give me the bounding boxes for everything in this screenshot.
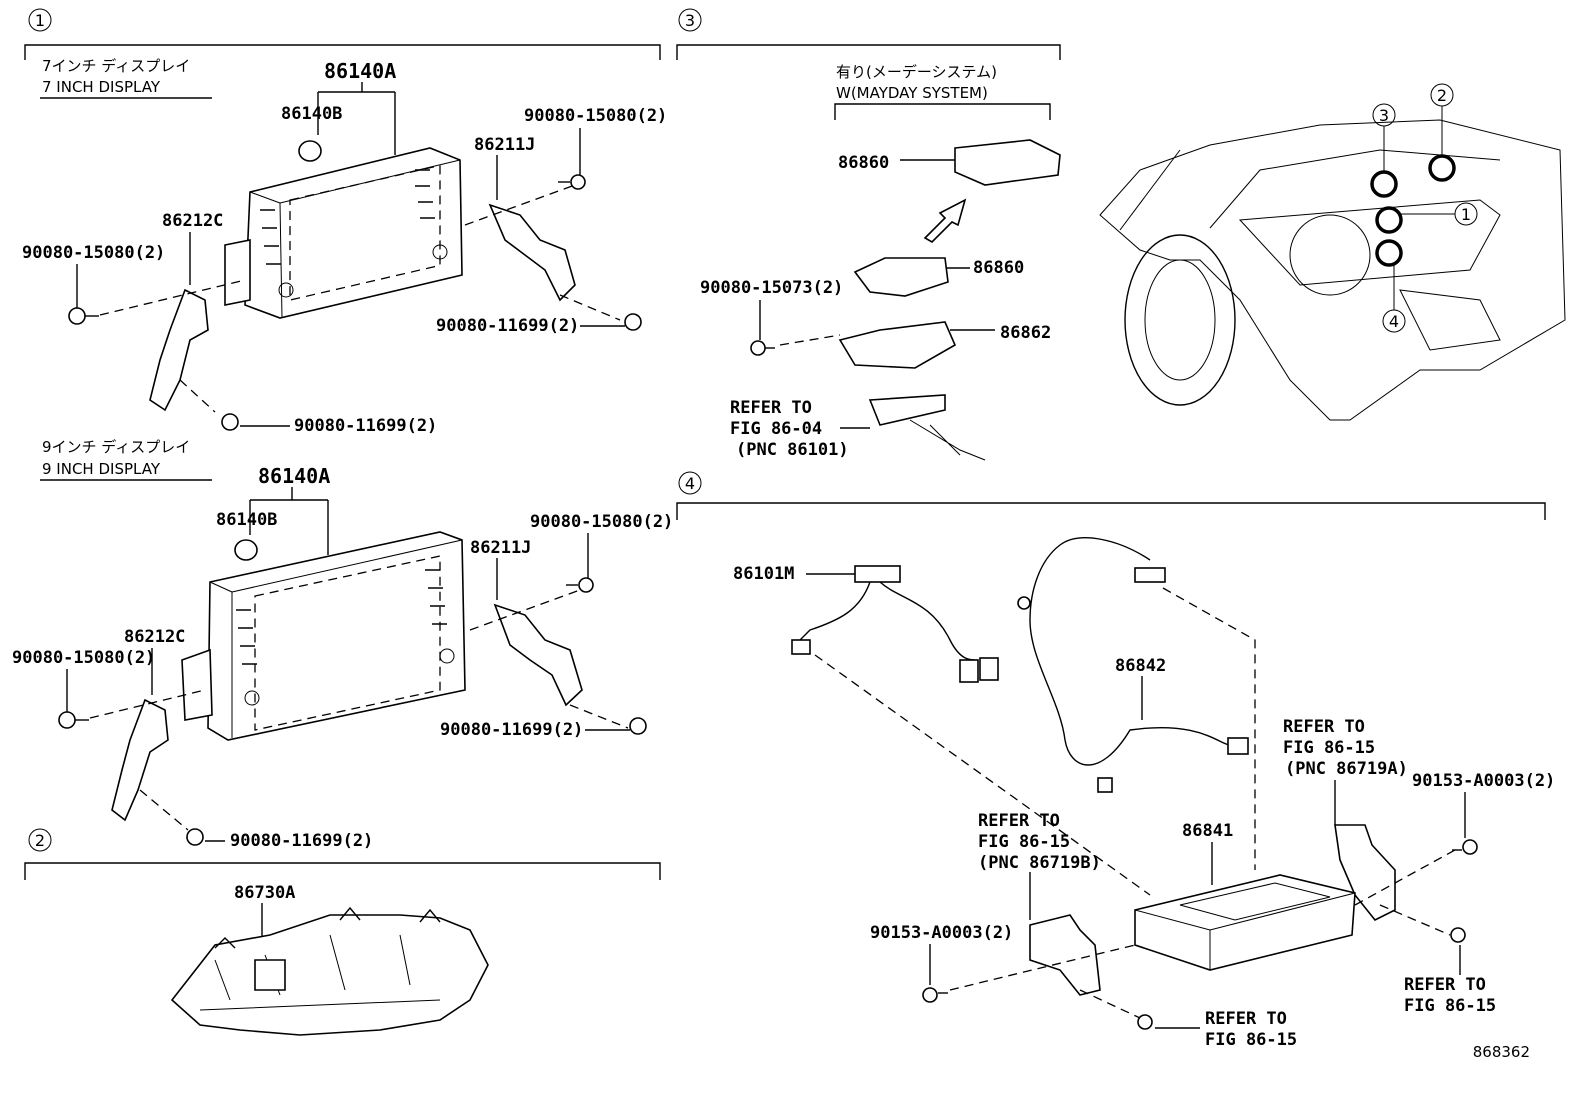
bracket-86212C-7 <box>149 288 209 412</box>
part-86211J-7: 86211J <box>474 135 535 155</box>
refer-86-15-right-l1: REFER TO <box>1404 975 1486 995</box>
part-86140B-9: 86140B <box>216 510 277 530</box>
locator-4: 4 <box>1389 312 1399 331</box>
knob-86140B-7 <box>298 140 322 162</box>
display-9inch-group: 9インチ ディスプレイ 9 INCH DISPLAY 86140A 86140B… <box>12 438 673 851</box>
antenna-86860-lower <box>853 257 949 297</box>
screw-right-7: 90080-11699(2) <box>436 316 579 336</box>
part-86140B-7: 86140B <box>281 104 342 124</box>
refer-86719A-l3: (PNC 86719A) <box>1285 759 1408 779</box>
refer-86101-l2: FIG 86-04 <box>730 419 822 439</box>
refer-86719B-l2: FIG 86-15 <box>978 832 1070 852</box>
refer-86101-l3: (PNC 86101) <box>736 440 849 460</box>
refer-86719A-l2: FIG 86-15 <box>1283 738 1375 758</box>
part-86842: 86842 <box>1115 656 1166 676</box>
bracket-86719A <box>1334 824 1396 922</box>
section-1: 1 <box>24 8 661 60</box>
figure-id: 868362 <box>1473 1043 1530 1061</box>
refer-86-15-bottom-l1: REFER TO <box>1205 1009 1287 1029</box>
screw-bottom-9: 90080-11699(2) <box>230 831 373 851</box>
part-86841: 86841 <box>1182 821 1233 841</box>
part-86101M: 86101M <box>733 564 794 584</box>
refer-86-15-right-l2: FIG 86-15 <box>1404 996 1496 1016</box>
bracket-86719B <box>1029 914 1101 996</box>
vehicle-locator: 3 2 1 4 <box>1099 83 1566 421</box>
part-86862: 86862 <box>1000 323 1051 343</box>
section-4: 4 86101M 86842 REFER TO FIG 86-15 (PNC 8… <box>676 471 1555 1050</box>
antenna-86860-upper <box>954 139 1061 186</box>
refer-86-15-bottom-l2: FIG 86-15 <box>1205 1030 1297 1050</box>
refer-86101-l1: REFER TO <box>730 398 812 418</box>
bracket-86211J-9 <box>493 603 583 707</box>
part-86211J-9: 86211J <box>470 538 531 558</box>
display9-en-label: 9 INCH DISPLAY <box>42 460 161 478</box>
part-86860-lower: 86860 <box>973 258 1024 278</box>
part-86140A-7: 86140A <box>324 59 396 83</box>
section-3-badge: 3 <box>685 11 695 30</box>
refer-86719A-l1: REFER TO <box>1283 717 1365 737</box>
harness-86101M <box>791 565 999 683</box>
harness-86842 <box>1017 537 1249 793</box>
section-2: 2 86730A <box>24 828 661 1036</box>
bracket-86212C-9 <box>111 698 169 822</box>
part-86212C-7: 86212C <box>162 211 223 231</box>
display-9inch-unit <box>207 531 466 741</box>
section-1-badge: 1 <box>35 11 45 30</box>
display-7inch-group: 7インチ ディスプレイ 7 INCH DISPLAY 86140A 86140B… <box>22 57 667 436</box>
bracket-86862 <box>838 321 957 369</box>
locator-3: 3 <box>1379 106 1389 125</box>
part-86860-upper: 86860 <box>838 153 889 173</box>
part-86730A: 86730A <box>234 883 295 903</box>
display9-jp-label: 9インチ ディスプレイ <box>42 438 190 456</box>
bolt-left-7: 90080-15080(2) <box>22 243 165 263</box>
overhead-console-86730A <box>170 914 489 1036</box>
bolt-upper-right-7: 90080-15080(2) <box>524 106 667 126</box>
display-7inch-unit <box>244 147 463 319</box>
section-2-badge: 2 <box>35 831 45 850</box>
refer-86719B-l3: (PNC 86719B) <box>978 853 1101 873</box>
mayday-jp-label: 有り(メーデーシステム) <box>836 63 997 81</box>
harness-86101 <box>868 394 946 426</box>
part-86212C-9: 86212C <box>124 627 185 647</box>
display7-jp-label: 7インチ ディスプレイ <box>42 57 190 75</box>
bolt-90153-right: 90153-A0003(2) <box>1412 771 1555 791</box>
mayday-en-label: W(MAYDAY SYSTEM) <box>836 84 988 102</box>
part-86140A-9: 86140A <box>258 464 330 488</box>
bolt-90153-left: 90153-A0003(2) <box>870 923 1013 943</box>
locator-2: 2 <box>1437 86 1447 105</box>
bracket-86211J-7 <box>488 203 576 302</box>
screw-bottom-7: 90080-11699(2) <box>294 416 437 436</box>
arrow-icon <box>923 198 967 243</box>
locator-1: 1 <box>1461 205 1471 224</box>
bolt-86860: 90080-15073(2) <box>700 278 843 298</box>
section-3: 3 有り(メーデーシステム) W(MAYDAY SYSTEM) 86860 86… <box>676 8 1061 461</box>
bolt-left-9: 90080-15080(2) <box>12 648 155 668</box>
screw-right-9: 90080-11699(2) <box>440 720 583 740</box>
section-4-badge: 4 <box>685 474 695 493</box>
knob-86140B-9 <box>234 539 258 561</box>
display7-en-label: 7 INCH DISPLAY <box>42 78 161 96</box>
module-86841 <box>1134 874 1356 971</box>
bolt-upper-right-9: 90080-15080(2) <box>530 512 673 532</box>
